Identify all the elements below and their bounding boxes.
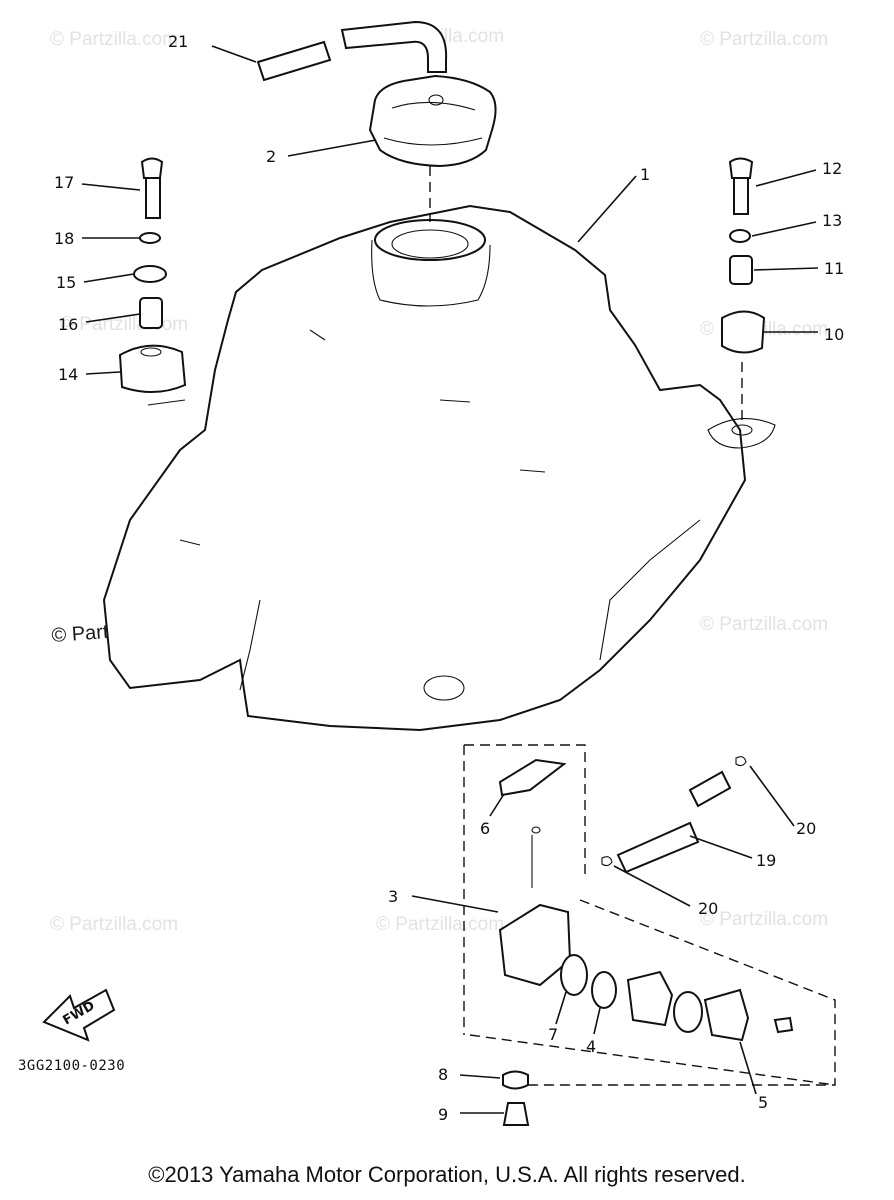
part-14-damper [118, 344, 187, 394]
callout-4: 4 [586, 1037, 596, 1056]
watermark: © Partzilla.com [376, 914, 504, 935]
part-18-washer [139, 232, 161, 244]
callout-13: 13 [822, 211, 842, 230]
callout-7: 7 [548, 1025, 558, 1044]
callout-10: 10 [824, 325, 844, 344]
part-1-fuel-tank [102, 204, 776, 732]
part-11-collar [729, 255, 753, 285]
callout-5: 5 [758, 1093, 768, 1112]
part-21-breather-hose [256, 20, 448, 82]
left-mounting-parts [118, 157, 187, 394]
watermark: © Partzilla.com [50, 914, 178, 935]
callout-19: 19 [756, 851, 776, 870]
part-13-washer [729, 229, 751, 243]
callout-6: 6 [480, 819, 490, 838]
watermark: © Partzilla.com [700, 614, 828, 635]
part-6-gasket [498, 758, 567, 797]
part-9-screw [502, 1102, 530, 1126]
watermark: © Partzilla.com [700, 29, 828, 50]
callout-16: 16 [58, 315, 78, 334]
callout-3: 3 [388, 887, 398, 906]
part-2-fuel-cap [368, 74, 497, 168]
watermark: © Partzilla.com [700, 909, 828, 930]
diagram-code: 3GG2100-0230 [18, 1058, 125, 1074]
part-7-seal [560, 954, 588, 996]
part-17-bolt [145, 177, 161, 219]
right-mounting-parts [721, 157, 766, 420]
part-15-washer [133, 265, 167, 283]
callout-11: 11 [824, 259, 844, 278]
callout-18: 18 [54, 229, 74, 248]
callout-12: 12 [822, 159, 842, 178]
callout-2: 2 [266, 147, 276, 166]
callout-14: 14 [58, 365, 78, 384]
part-19-fuel-hose [616, 821, 700, 874]
callout-8: 8 [438, 1065, 448, 1084]
fwd-arrow: FWD [42, 988, 116, 1042]
callout-20-lower: 20 [698, 899, 718, 918]
callout-1: 1 [640, 165, 650, 184]
part-10-damper [721, 310, 766, 354]
callout-15: 15 [56, 273, 76, 292]
callouts: 21 2 1 17 18 15 16 14 12 13 11 10 6 3 7 … [54, 32, 844, 1124]
part-20-clip [601, 856, 613, 867]
callout-21: 21 [168, 32, 188, 51]
part-5-lever [703, 988, 750, 1042]
part-4-o-ring [591, 971, 617, 1009]
part-3-fuel-cock [498, 903, 572, 987]
fuel-cock-assembly [463, 744, 836, 1126]
part-20-clip [735, 756, 747, 767]
part-12-bolt [733, 177, 749, 215]
callout-20-upper: 20 [796, 819, 816, 838]
watermark: © Partzilla.com [50, 29, 178, 50]
callout-17: 17 [54, 173, 74, 192]
copyright-notice: ©2013 Yamaha Motor Corporation, U.S.A. A… [148, 1162, 746, 1187]
leader-lines [81, 45, 819, 1114]
callout-9: 9 [438, 1105, 448, 1124]
part-16-collar [139, 297, 163, 329]
part-8-washer [502, 1070, 529, 1090]
